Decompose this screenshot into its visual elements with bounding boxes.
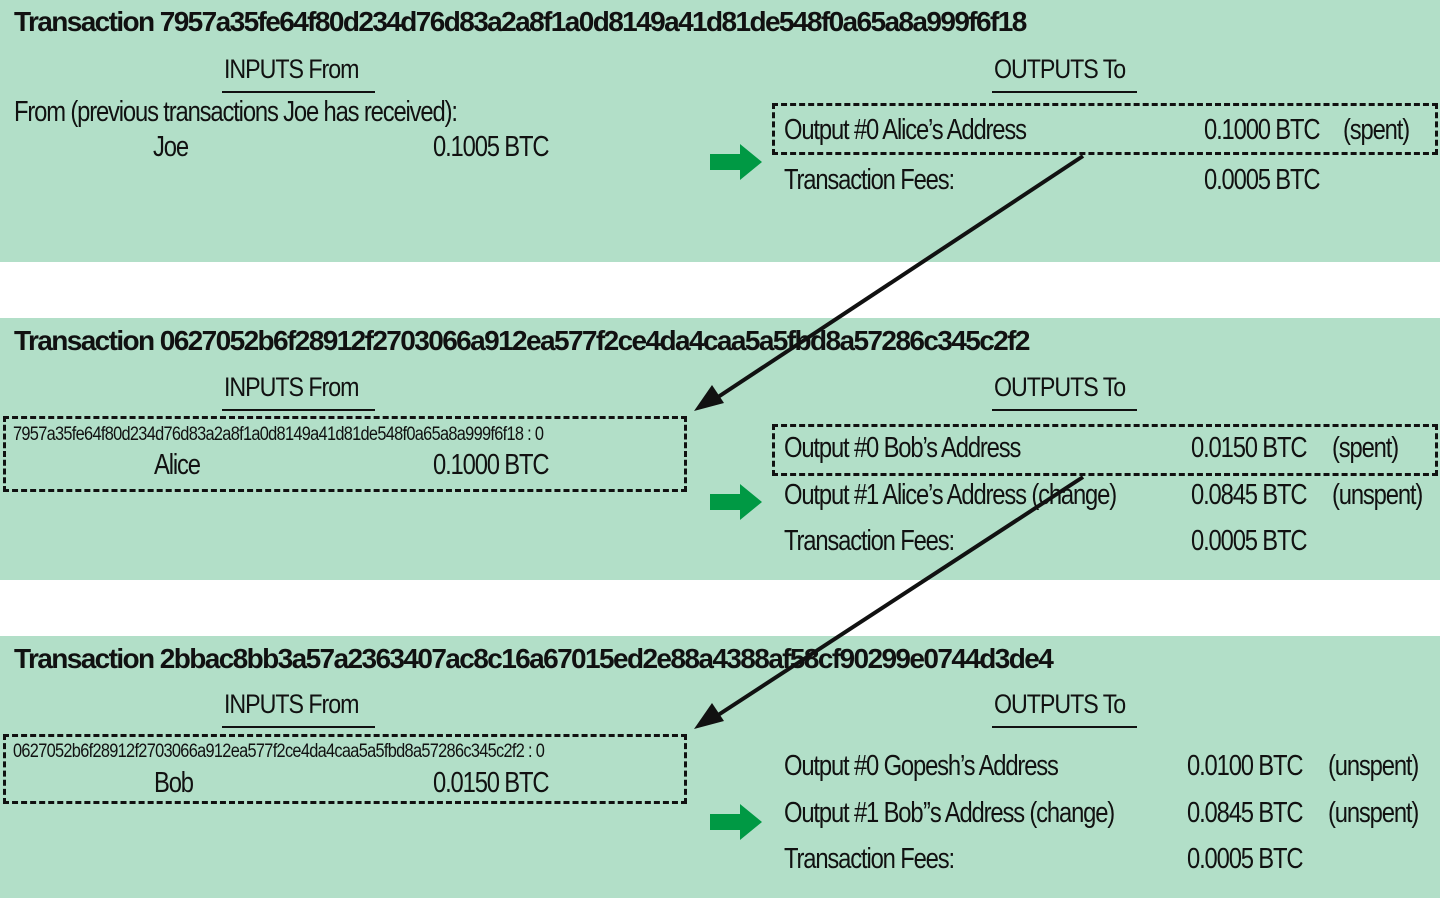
- tx2-output-0-amount: 0.0150 BTC: [1191, 432, 1308, 464]
- tx3-outputs-header: OUTPUTS To: [994, 689, 1126, 719]
- tx1-inputs-header: INPUTS From: [224, 54, 359, 84]
- tx3-output-0-amount: 0.0100 BTC: [1187, 750, 1304, 782]
- tx1-from-label: From (previous transactions Joe has rece…: [14, 96, 458, 128]
- tx1-fees-amount: 0.0005 BTC: [1204, 164, 1321, 196]
- tx3-output-1-label: Output #1 Bob’’s Address (change): [784, 797, 1115, 829]
- tx1-outputs-header: OUTPUTS To: [994, 54, 1126, 84]
- tx2-fees-amount: 0.0005 BTC: [1191, 525, 1308, 557]
- tx3-input-box: [3, 734, 687, 804]
- tx2-output-0-label: Output #0 Bob’s Address: [784, 432, 1021, 464]
- tx2-output-0-status: (spent): [1332, 432, 1399, 464]
- tx3-fees-amount: 0.0005 BTC: [1187, 843, 1304, 875]
- tx1-output-0-amount: 0.1000 BTC: [1204, 114, 1321, 146]
- tx3-input-ref: 0627052b6f28912f2703066a912ea577f2ce4da4…: [13, 741, 545, 762]
- tx1-input-name: Joe: [153, 131, 189, 163]
- tx2-outputs-underline: [992, 409, 1137, 411]
- tx1-inputs-underline: [222, 91, 375, 93]
- tx1-output-0-status: (spent): [1343, 114, 1410, 146]
- tx2-output-1-status: (unspent): [1332, 479, 1423, 511]
- tx3-fees-label: Transaction Fees:: [784, 843, 955, 875]
- tx1-input-amount: 0.1005 BTC: [433, 131, 550, 163]
- tx3-output-1-amount: 0.0845 BTC: [1187, 797, 1304, 829]
- tx3-inputs-header: INPUTS From: [224, 689, 359, 719]
- tx3-output-0-status: (unspent): [1328, 750, 1419, 782]
- tx2-inputs-header: INPUTS From: [224, 372, 359, 402]
- tx2-output-1-amount: 0.0845 BTC: [1191, 479, 1308, 511]
- tx3-input-amount: 0.0150 BTC: [433, 767, 550, 799]
- tx3-output-0-label: Output #0 Gopesh’s Address: [784, 750, 1059, 782]
- transaction-2-title: Transaction 0627052b6f28912f2703066a912e…: [14, 325, 1030, 356]
- tx2-fees-label: Transaction Fees:: [784, 525, 955, 557]
- transaction-1-title: Transaction 7957a35fe64f80d234d76d83a2a8…: [14, 6, 1027, 37]
- tx3-flow-arrow-icon: [710, 804, 762, 840]
- tx2-flow-arrow-icon: [710, 484, 762, 520]
- tx1-outputs-underline: [992, 91, 1137, 93]
- tx3-inputs-underline: [222, 726, 375, 728]
- tx1-output-0-label: Output #0 Alice’s Address: [784, 114, 1027, 146]
- tx2-input-name: Alice: [154, 449, 201, 481]
- tx1-fees-label: Transaction Fees:: [784, 164, 955, 196]
- tx2-input-ref: 7957a35fe64f80d234d76d83a2a8f1a0d8149a41…: [13, 424, 544, 445]
- tx3-outputs-underline: [992, 726, 1137, 728]
- tx3-output-1-status: (unspent): [1328, 797, 1419, 829]
- tx2-inputs-underline: [222, 409, 375, 411]
- tx2-output-0-box: [772, 424, 1438, 476]
- tx3-input-name: Bob: [154, 767, 194, 799]
- tx1-output-0-box: [772, 103, 1438, 155]
- tx1-flow-arrow-icon: [710, 144, 762, 180]
- tx2-input-box: [3, 416, 687, 492]
- tx2-output-1-label: Output #1 Alice’s Address (change): [784, 479, 1117, 511]
- tx2-outputs-header: OUTPUTS To: [994, 372, 1126, 402]
- tx2-input-amount: 0.1000 BTC: [433, 449, 550, 481]
- transaction-3-title: Transaction 2bbac8bb3a57a2363407ac8c16a6…: [14, 643, 1054, 674]
